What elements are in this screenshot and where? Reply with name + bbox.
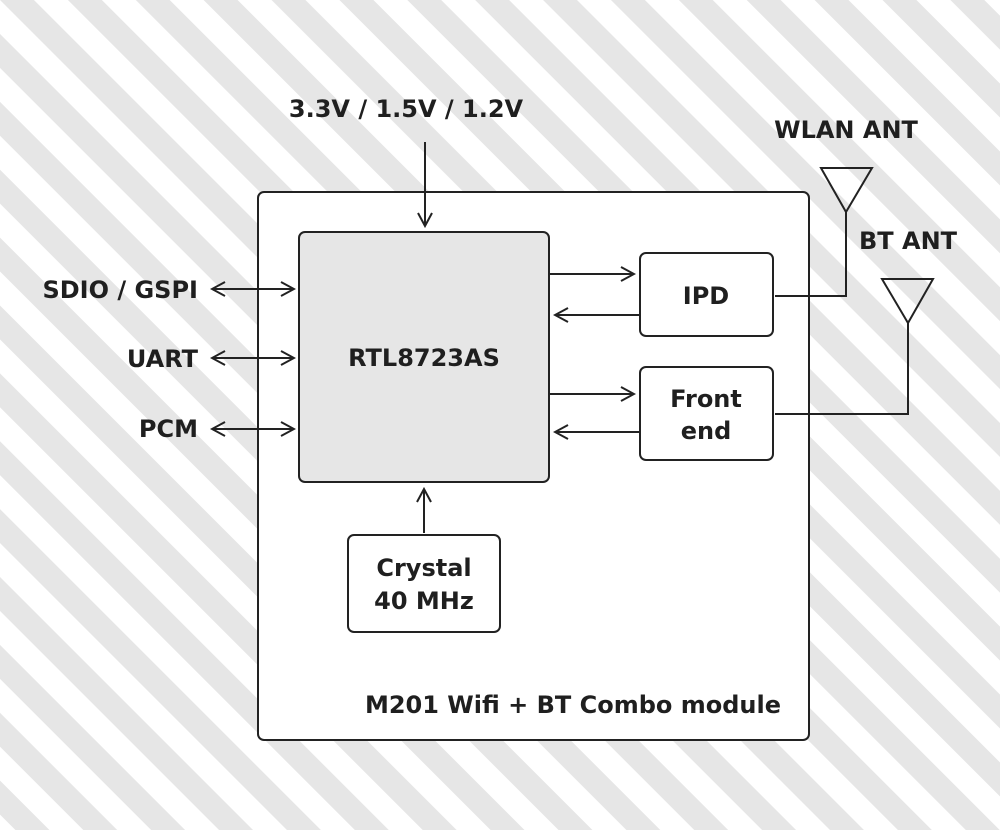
chip-box xyxy=(298,231,550,483)
bt-ant-label: BT ANT xyxy=(859,227,958,255)
ipd-label: IPD xyxy=(683,282,729,310)
ipd-box xyxy=(639,252,774,337)
crystal-label-line1: Crystal xyxy=(376,554,471,582)
sdio-label: SDIO / GSPI xyxy=(42,276,198,304)
front-end-label-line1: Front xyxy=(670,385,742,413)
crystal-label-line2: 40 MHz xyxy=(374,587,474,615)
uart-label: UART xyxy=(127,345,199,373)
pcm-label: PCM xyxy=(139,415,198,443)
crystal-box xyxy=(347,534,501,633)
wlan-ant-label: WLAN ANT xyxy=(774,116,918,144)
front-end-label-line2: end xyxy=(681,417,732,445)
power-label: 3.3V / 1.5V / 1.2V xyxy=(289,95,524,123)
front-end-box xyxy=(639,366,774,461)
bt-antenna-icon xyxy=(775,278,935,415)
wlan-antenna-icon xyxy=(775,167,874,297)
chip-label: RTL8723AS xyxy=(348,344,500,372)
module-caption: M201 Wifi + BT Combo module xyxy=(365,691,781,719)
